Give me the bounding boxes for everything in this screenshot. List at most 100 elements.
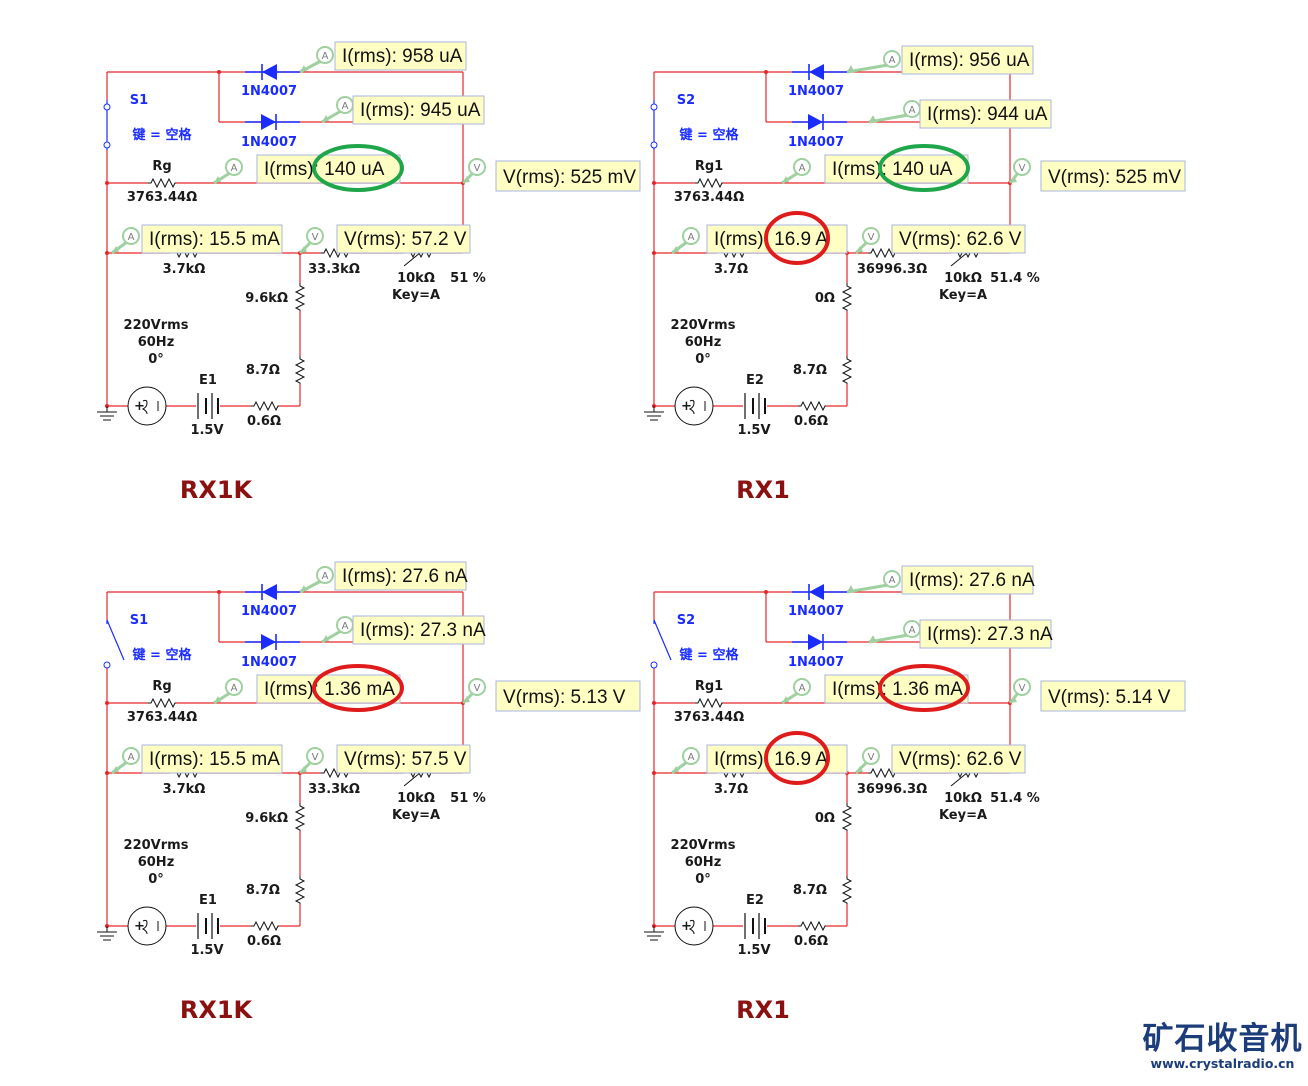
probe-readout-box <box>334 41 467 71</box>
r1-value: 3.7Ω <box>714 782 748 797</box>
highlight-ellipse-rg <box>878 664 970 712</box>
probe-arrow-icon <box>300 585 307 592</box>
resistor-r4 <box>841 356 853 384</box>
voltmeter-probe-icon <box>1013 158 1031 176</box>
diode-1-label: 1N4007 <box>788 84 844 99</box>
probe-readout-main: I(rms): 16.9 A <box>714 749 828 770</box>
switch-contact <box>650 103 658 111</box>
probe-arrow-icon <box>782 696 789 703</box>
switch-key: 键 = 空格 <box>679 127 740 143</box>
probe-arrow-icon <box>300 65 307 72</box>
probe-letter: A <box>322 51 329 62</box>
probe-readout-box <box>706 224 848 254</box>
r1-value: 3.7kΩ <box>163 262 206 277</box>
probe-readout-vpot: V(rms): 57.2 V <box>344 229 467 250</box>
voltmeter-probe-icon <box>306 227 324 245</box>
ammeter-probe-icon <box>225 678 243 696</box>
highlight-ellipse-rg <box>312 144 404 192</box>
switch-name: S1 <box>130 93 148 108</box>
battery-name: E1 <box>199 373 217 388</box>
battery-voltage: 1.5V <box>190 423 223 438</box>
ammeter-probe-icon <box>122 747 140 765</box>
probe-arrow-icon <box>1010 176 1017 183</box>
source-spec: 220Vrms <box>124 838 189 853</box>
diode-1-label: 1N4007 <box>241 604 297 619</box>
highlight-ellipse-rg <box>878 144 970 192</box>
diode-1-symbol <box>809 64 824 80</box>
source-spec: 0° <box>695 872 711 887</box>
probe-readout-box <box>334 561 467 591</box>
battery-name: E2 <box>746 373 764 388</box>
highlight-ellipse-main <box>764 731 830 785</box>
ac-plus-icon: + <box>681 399 692 414</box>
probe-letter: A <box>322 571 329 582</box>
voltmeter-probe-icon <box>862 747 880 765</box>
ac-plus-icon: + <box>134 399 145 414</box>
probe-letter: A <box>909 105 916 116</box>
source-spec: 60Hz <box>685 855 722 870</box>
diode-2-symbol <box>261 634 276 650</box>
pot-key: Key=A <box>939 808 987 823</box>
probe-readout-box <box>919 619 1052 649</box>
junction-dot <box>652 181 656 185</box>
diode-2-label: 1N4007 <box>241 655 297 670</box>
probe-letter: V <box>868 752 875 763</box>
battery-gap <box>743 915 767 937</box>
switch-contact <box>103 141 111 149</box>
switch-s2[interactable] <box>650 619 672 669</box>
junction-dot <box>652 771 656 775</box>
switch-s1[interactable] <box>103 100 111 150</box>
probe-readout-vpot: V(rms): 62.6 V <box>899 229 1022 250</box>
resistor-gap <box>148 701 176 705</box>
rg-name: Rg <box>152 679 171 694</box>
probe-letter: A <box>889 575 896 586</box>
resistor-r3 <box>841 803 853 831</box>
battery-voltage: 1.5V <box>190 943 223 958</box>
source-spec: 0° <box>148 352 164 367</box>
probe-readout-box <box>1040 680 1186 712</box>
rg-value: 3763.44Ω <box>674 190 744 205</box>
probe-readout-box <box>352 95 485 125</box>
ac-wave-icon <box>141 399 148 415</box>
probe-letter: A <box>342 621 349 632</box>
resistor-r5 <box>798 400 826 412</box>
switch-name: S1 <box>130 613 148 628</box>
resistor-gap <box>695 701 723 705</box>
probe-arrow-icon <box>672 246 679 253</box>
voltmeter-probe-icon <box>306 747 324 765</box>
resistor-rg <box>695 177 723 189</box>
switch-s2[interactable] <box>650 100 658 150</box>
source-spec: 60Hz <box>138 335 175 350</box>
resistor-r3 <box>294 803 306 831</box>
switch-s1[interactable] <box>103 619 125 669</box>
probe-readout-box <box>1040 160 1186 192</box>
rg-value: 3763.44Ω <box>127 190 197 205</box>
probe-arrow-icon <box>214 176 221 183</box>
